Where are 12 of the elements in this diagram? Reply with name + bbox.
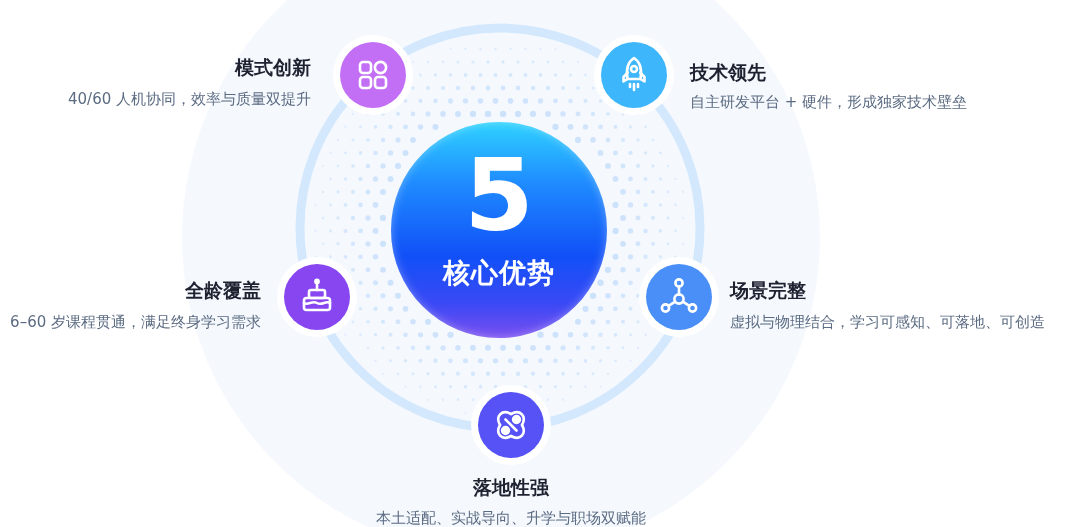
feature-description: 虚拟与物理结合，学习可感知、可落地、可创造 [730,313,1045,332]
big-number: 5 [464,146,534,246]
feature-description: 本土适配、实战导向、升学与职场双赋能 [376,509,646,527]
feature-description: 40/60 人机协同，效率与质量双提升 [68,90,311,109]
feature-heading: 技术领先 [690,60,766,84]
feature-description: 自主研发平台 + 硬件，形成独家技术壁垒 [690,93,968,112]
feature-heading: 模式创新 [235,55,311,79]
center-title: 核心优势 [443,257,555,289]
feature-heading: 全龄覆盖 [185,278,261,302]
feature-heading: 落地性强 [473,475,549,499]
feature-description: 6–60 岁课程贯通，满足终身学习需求 [10,313,261,332]
feature-heading: 场景完整 [730,278,806,302]
